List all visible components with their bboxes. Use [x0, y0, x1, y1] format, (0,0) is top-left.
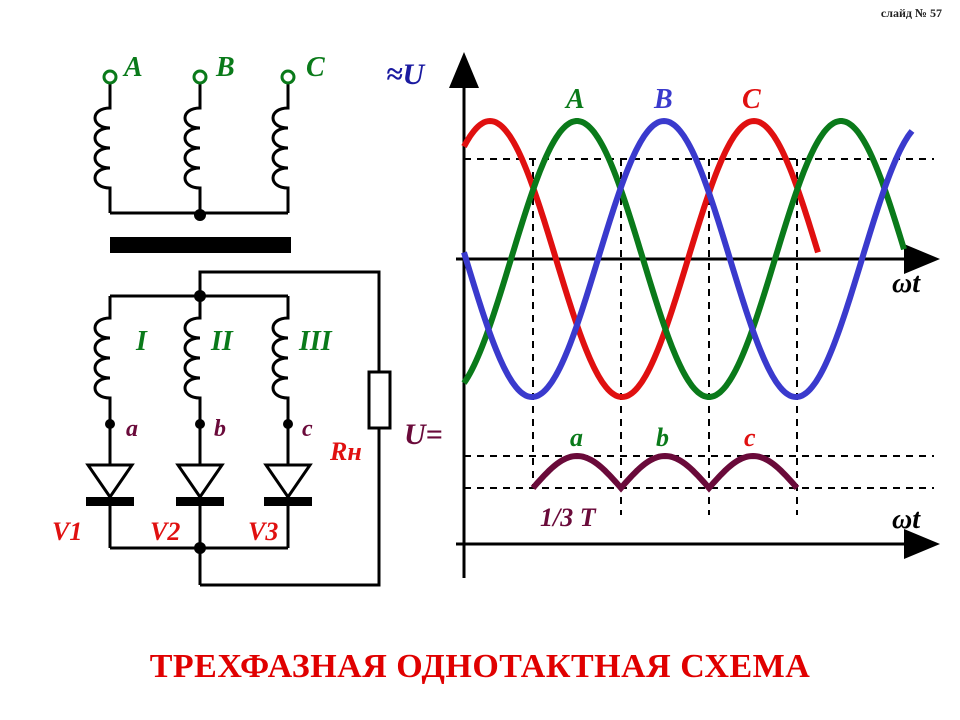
junction-dots [105, 209, 293, 554]
time-label-ac: ωt [892, 268, 921, 299]
rectified-ripple [530, 452, 800, 493]
load-return-wire [200, 428, 381, 587]
secondary-winding-2 [183, 296, 202, 422]
primary-winding-b [183, 82, 202, 213]
guide-lines [464, 158, 934, 515]
terminal-label-b: B [215, 52, 235, 83]
wave-phase-a [461, 117, 821, 401]
transformer-core [110, 237, 291, 253]
terminal-b [192, 69, 208, 85]
time-label-dc: ωt [892, 504, 921, 535]
diode-v1 [85, 463, 135, 506]
secondary-winding-3 [271, 296, 290, 422]
load-loop-wire [198, 270, 381, 372]
wave-label-a: A [564, 84, 585, 115]
load-label: Rн [329, 437, 362, 466]
terminal-label-a: A [122, 52, 143, 83]
terminal-label-c: C [306, 52, 325, 83]
ripple-label-a: a [570, 423, 583, 452]
period-label: 1/3 T [540, 503, 597, 532]
terminal-a [102, 69, 118, 85]
slide-title: ТРЕХФАЗНАЯ ОДНОТАКТНАЯ СХЕМА [149, 648, 811, 685]
ac-voltage-label: ≈U [386, 58, 425, 91]
diode-v3 [263, 463, 313, 506]
wave-phase-b [461, 117, 915, 401]
primary-terminals [102, 69, 296, 85]
terminal-c [280, 69, 296, 85]
ripple-label-b: b [656, 423, 669, 452]
wave-label-c: C [742, 84, 761, 115]
winding-label-3: III [298, 326, 333, 357]
wave-label-b: B [653, 84, 673, 115]
load-resistor [367, 370, 392, 430]
primary-winding-a [93, 82, 112, 213]
winding-label-2: II [210, 326, 234, 357]
ripple-label-c: c [744, 423, 756, 452]
primary-winding-c [271, 82, 290, 213]
wave-phase-c [461, 118, 907, 400]
winding-label-1: I [135, 326, 148, 357]
node-label-c: c [302, 416, 313, 442]
node-label-a: a [126, 416, 138, 442]
node-label-b: b [214, 416, 226, 442]
dc-voltage-label: U= [404, 418, 443, 451]
slide-number: слайд № 57 [880, 6, 942, 20]
diode-v2 [175, 463, 225, 506]
circuit [93, 82, 381, 587]
diode-label-v3: V3 [248, 517, 278, 546]
secondary-winding-1 [93, 296, 112, 422]
graph: ≈U U= ωt ωt A B C a b c 1/3 T [386, 52, 940, 578]
diode-label-v1: V1 [52, 517, 82, 546]
diode-label-v2: V2 [150, 517, 180, 546]
